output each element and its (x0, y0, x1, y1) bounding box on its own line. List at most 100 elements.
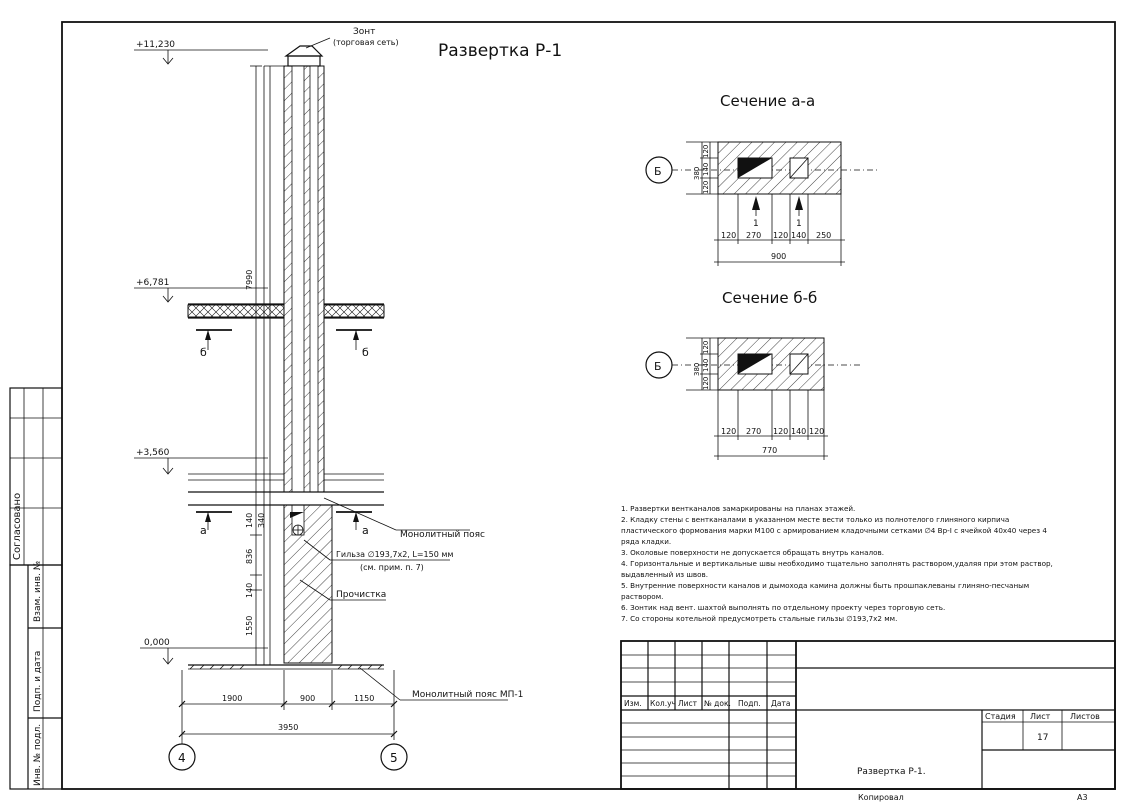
leaders: Монолитный пояс Гильза ∅193,7х2, L=150 м… (299, 497, 523, 701)
tb-col-0: Изм. (624, 699, 642, 708)
label-belt-mp1: Монолитный пояс МП-1 (412, 690, 523, 700)
dim-836: 836 (245, 549, 254, 564)
note-line-6: выдавленный из швов. (621, 570, 708, 579)
axis-5-text: 5 (390, 751, 398, 765)
cut-b-right: б (362, 346, 369, 359)
bb-v-380: 380 (693, 363, 701, 376)
bb-v-140: 140 (702, 359, 710, 372)
cut-b-left: б (200, 346, 207, 359)
lower-floor-slab (188, 473, 384, 506)
axis-bubble-4 (168, 743, 196, 771)
cut-mark-a: а а (196, 511, 372, 537)
sleeve-symbol (290, 512, 304, 518)
note-line-3: ряда кладки. (621, 537, 671, 546)
tb-copied: Копировал (858, 793, 904, 802)
dim-1150: 1150 (354, 694, 374, 703)
shaft-channel-1 (291, 65, 305, 493)
axis-bubble-5 (380, 743, 408, 771)
notes: 1. Развертки вентканалов замаркированы н… (621, 504, 1053, 623)
dim-140b: 140 (245, 583, 254, 598)
label-sleeve-1: Гильза ∅193,7х2, L=150 мм (336, 550, 453, 559)
horizontal-dimensions: 1900 900 1150 3950 (178, 670, 398, 740)
bb-h-140: 140 (791, 427, 806, 436)
stamp-inv-orig: Инв. № подл. (33, 724, 43, 786)
stamp-sign-date: Подп. и дата (33, 651, 43, 712)
side-stamp: Согласовано Взам. инв. № Подп. и дата Ин… (9, 387, 63, 790)
cut-a-right: а (362, 524, 369, 537)
note-line-10: 7. Со стороны котельной предусмотреть ст… (621, 614, 897, 623)
note-line-4: 3. Околовые поверхности не допускается о… (621, 548, 884, 557)
aa-h-270: 270 (746, 231, 761, 240)
aa-v-120a: 120 (702, 181, 710, 194)
note-line-7: 5. Внутренние поверхности каналов и дымо… (621, 581, 1029, 590)
bb-h-120c: 120 (809, 427, 824, 436)
elevation-drawing: +11,230 +6,781 +3,560 0,000 Зонт (торгов… (134, 27, 523, 771)
dim-3950: 3950 (278, 723, 298, 732)
note-line-0: 1. Развертки вентканалов замаркированы н… (621, 504, 855, 513)
aa-h-120a: 120 (721, 231, 736, 240)
dim-1900: 1900 (222, 694, 242, 703)
axis-4-text: 4 (178, 751, 186, 765)
elev-ground-text: 0,000 (144, 638, 170, 648)
elevation-mark-top: +11,230 (134, 40, 268, 65)
shaft-channel-2 (309, 65, 319, 493)
stamp-inv-replace: Взам. инв. № (33, 561, 43, 622)
section-aa-title: Сечение а-а (720, 92, 815, 110)
note-line-8: раствором. (621, 592, 663, 601)
upper-floor-slab (187, 303, 385, 319)
note-line-9: 6. Зонтик над вент. шахтой выполнять по … (621, 603, 945, 612)
tb-sheets: Листов (1070, 712, 1100, 721)
elevation-mark-lower: +3,560 (134, 448, 268, 475)
aa-h-250: 250 (816, 231, 831, 240)
umbrella-label-2: (торговая сеть) (333, 38, 399, 47)
aa-h-140: 140 (791, 231, 806, 240)
elevation-mark-ground: 0,000 (140, 638, 268, 665)
bb-total: 770 (762, 446, 777, 455)
label-monolithic-belt: Монолитный пояс (400, 530, 485, 540)
marker-1a: 1 (753, 219, 759, 229)
section-bb-title: Сечение б-б (722, 289, 817, 307)
foundation (188, 664, 384, 670)
tb-col-4: Подп. (738, 699, 761, 708)
dim-7990: 7990 (245, 270, 254, 290)
sheet-frame (61, 21, 1116, 790)
tb-sheet-no: 17 (1037, 733, 1048, 743)
dim-340: 340 (257, 513, 266, 528)
cut-mark-b: б б (196, 329, 372, 359)
marker-1b: 1 (796, 219, 802, 229)
elev-top-text: +11,230 (136, 40, 175, 50)
dim-1550: 1550 (245, 616, 254, 636)
aa-h-120b: 120 (773, 231, 788, 240)
tb-col-2: Лист (678, 699, 698, 708)
bb-h-120a: 120 (721, 427, 736, 436)
section-bb-axis: Б (654, 360, 662, 373)
note-line-2: пластического формования марки М100 с ар… (621, 526, 1047, 535)
section-bb: Сечение б-б Б 380 120 140 120 120 270 12… (645, 289, 860, 460)
title-block: Изм. Кол.уч Лист № док. Подп. Дата Стади… (620, 640, 1116, 802)
aa-v-380: 380 (693, 167, 701, 180)
tb-drawing-name: Развертка Р-1. (857, 767, 926, 777)
note-line-5: 4. Горизонтальные и вертикальные швы нео… (621, 559, 1053, 568)
vertical-dimensions: 7990 340 140 836 140 1550 (245, 65, 266, 666)
bb-v-120a: 120 (702, 377, 710, 390)
dim-900: 900 (300, 694, 315, 703)
lower-masonry (283, 504, 333, 664)
tb-format: А3 (1077, 793, 1088, 802)
axis-markers: 4 5 (168, 740, 408, 771)
section-aa: Сечение а-а Б 1 1 380 120 140 120 120 (645, 92, 880, 266)
section-aa-axis: Б (654, 165, 662, 178)
elevation-mark-upper: +6,781 (134, 278, 268, 303)
bb-v-120b: 120 (702, 341, 710, 354)
note-line-1: 2. Кладку стены с вентканалами в указанн… (621, 515, 1009, 524)
aa-v-120b: 120 (702, 145, 710, 158)
elev-lower-text: +3,560 (136, 448, 170, 458)
bb-h-270: 270 (746, 427, 761, 436)
page-title: Развертка Р-1 (438, 41, 562, 61)
elev-upper-text: +6,781 (136, 278, 169, 288)
tb-sheet: Лист (1030, 712, 1051, 721)
dim-140a: 140 (245, 513, 254, 528)
umbrella-cap: Зонт (торговая сеть) (284, 27, 399, 67)
tb-stage: Стадия (985, 712, 1016, 721)
aa-total: 900 (771, 252, 786, 261)
